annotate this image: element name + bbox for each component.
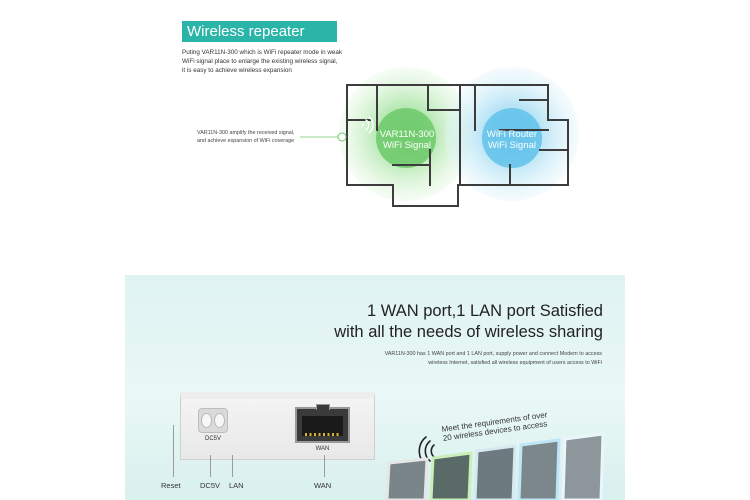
headline-line: with all the needs of wireless sharing <box>334 323 603 341</box>
headline-line: 1 WAN port,1 LAN port Satisfied <box>367 302 603 320</box>
ethernet-port-icon <box>295 404 350 443</box>
devices-illustration <box>385 432 605 500</box>
router-signal-line: WiFi Router <box>486 129 538 140</box>
ethernet-port-pins <box>305 433 341 436</box>
dc5v-label: DC5V <box>200 481 221 490</box>
intro-description: Puting VAR11N-300 which is WiFi repeater… <box>182 48 382 75</box>
lan-leader <box>232 455 233 477</box>
reset-label: Reset <box>161 481 181 490</box>
amplify-note-line: and achieve expansion of WiFi coverage <box>197 138 295 144</box>
repeater-signal-line: WiFi Signal <box>382 140 432 151</box>
dc-jack-hole <box>201 413 212 428</box>
intro-line: it is easy to achieve wireless expansion <box>182 67 292 74</box>
ethernet-port-cavity <box>302 416 343 436</box>
intro-line: WiFi signal place to enlarge the existin… <box>182 58 338 65</box>
ethernet-port-tab <box>316 404 330 410</box>
mode-title-badge: Wireless repeater mode <box>182 21 337 61</box>
amplify-note-line: VAR11N-300 amplify the received signal, <box>197 130 295 136</box>
router-signal-line: WiFi Signal <box>487 140 537 151</box>
dc-jack-hole <box>214 413 225 428</box>
ports-panel: 1 WAN port,1 LAN port Satisfied with all… <box>125 275 625 500</box>
wan-leader <box>324 455 325 477</box>
wifi-signal-icon <box>361 116 374 134</box>
leader-marker <box>337 132 347 142</box>
repeater-signal-label: VAR11N-300 WiFi Signal <box>375 129 439 151</box>
coverage-diagram <box>300 67 579 207</box>
reset-leader <box>173 425 174 477</box>
dc-power-jack-icon <box>198 408 228 433</box>
ports-headline: 1 WAN port,1 LAN port Satisfied with all… <box>125 301 603 343</box>
dc5v-leader <box>210 455 211 477</box>
wan-label: WAN <box>314 481 332 490</box>
ports-subtext: VAR11N-300 has 1 WAN port and 1 LAN port… <box>125 350 602 368</box>
subtext-line: wireless Internet, satisfied all wireles… <box>428 360 602 366</box>
lan-label: LAN <box>229 481 244 490</box>
amplify-note: VAR11N-300 amplify the received signal, … <box>197 129 317 145</box>
device-wan-label: WAN <box>315 446 330 452</box>
repeater-signal-line: VAR11N-300 <box>379 129 435 140</box>
router-signal-label: WiFi Router WiFi Signal <box>483 129 541 151</box>
device-tablet <box>385 432 605 500</box>
intro-line: Puting VAR11N-300 which is WiFi repeater… <box>182 49 343 56</box>
subtext-line: VAR11N-300 has 1 WAN port and 1 LAN port… <box>384 351 602 357</box>
repeater-device: DC5V WAN <box>180 392 375 460</box>
device-dc-label: DC5V <box>204 436 221 442</box>
